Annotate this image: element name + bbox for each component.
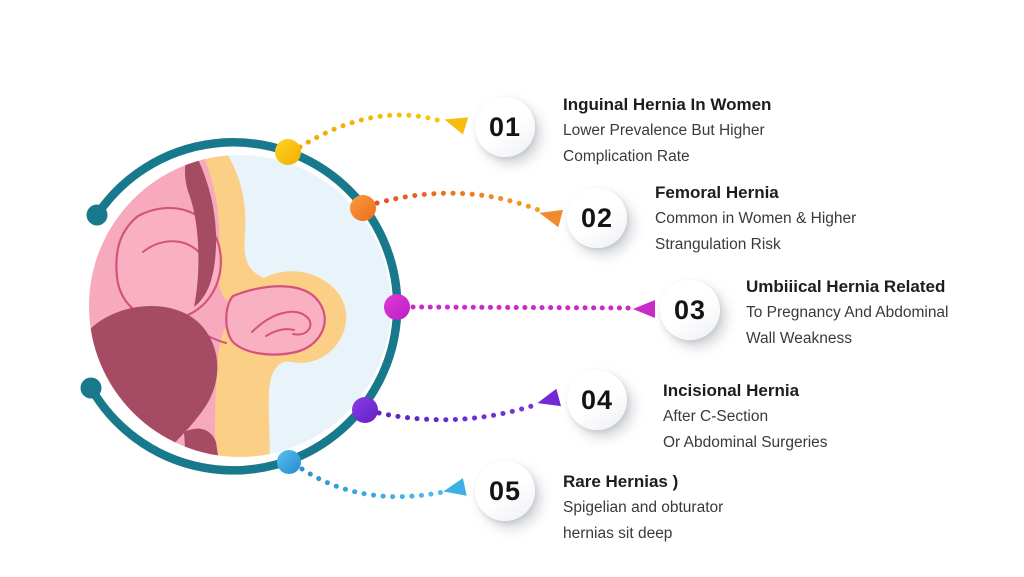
- ring-marker-dot-2: [350, 195, 376, 221]
- connector-2: [350, 190, 563, 228]
- step-text-2: Femoral Hernia Common in Women & Higher …: [655, 180, 856, 258]
- step-badge-1: 01: [475, 97, 535, 157]
- step-desc-1-line-2: Complication Rate: [563, 148, 690, 165]
- step-title-1: Inguinal Hernia In Women: [563, 95, 772, 114]
- connector-5: [277, 450, 467, 500]
- hernia-sac-fold-line: [251, 310, 312, 336]
- step-desc-5-line-2: hernias sit deep: [563, 525, 673, 542]
- step-badge-5: 05: [475, 461, 535, 521]
- step-number-5: 05: [488, 475, 522, 506]
- connector-4: [352, 388, 561, 423]
- step-number-4: 04: [580, 384, 614, 415]
- dotted-line-3: [410, 304, 637, 311]
- step-desc-2-line-1: Common in Women & Higher: [655, 210, 857, 227]
- dotted-curve-2: [374, 190, 544, 214]
- arrow-left-icon-4: [537, 388, 561, 407]
- step-badge-2: 02: [567, 188, 627, 248]
- step-desc-4-line-2: Or Abdominal Surgeries: [663, 434, 828, 451]
- arrow-left-icon-1: [444, 117, 469, 135]
- step-title-2: Femoral Hernia: [655, 183, 779, 202]
- step-desc-1-line-1: Lower Prevalence But Higher: [563, 122, 765, 139]
- step-text-4: Incisional Hernia After C-Section Or Abd…: [663, 378, 828, 456]
- step-desc-4-line-1: After C-Section: [663, 408, 769, 425]
- ring-marker-dot-4: [352, 397, 378, 423]
- step-badge-3: 03: [660, 280, 720, 340]
- ring-end-dot-top: [86, 204, 108, 226]
- dotted-curve-1: [297, 112, 447, 150]
- arrow-left-icon-5: [443, 478, 467, 496]
- step-number-1: 01: [488, 111, 522, 142]
- dotted-curve-4: [376, 401, 541, 423]
- step-title-4: Incisional Hernia: [663, 381, 800, 400]
- step-title-3: Umbiiical Hernia Related: [746, 277, 946, 296]
- step-text-5: Rare Hernias ) Spigelian and obturator h…: [563, 469, 723, 547]
- hernia-illustration: [80, 138, 402, 475]
- ring-marker-dot-5: [277, 450, 301, 474]
- ring-marker-dot-1: [275, 139, 301, 165]
- step-text-3: Umbiiical Hernia Related To Pregnancy An…: [746, 274, 949, 352]
- step-desc-3-line-2: Wall Weakness: [746, 330, 852, 347]
- step-desc-2-line-2: Strangulation Risk: [655, 236, 781, 253]
- muscle-wedge-shape: [184, 155, 217, 307]
- step-desc-3-line-1: To Pregnancy And Abdominal: [746, 304, 949, 321]
- hernia-sac-fold-line-2: [265, 328, 295, 337]
- step-number-3: 03: [673, 294, 707, 325]
- arrow-left-icon-3: [633, 300, 655, 318]
- step-number-2: 02: [580, 202, 614, 233]
- step-text-1: Inguinal Hernia In Women Lower Prevalenc…: [563, 92, 771, 170]
- connector-1: [275, 112, 469, 165]
- ring-end-dot-bottom: [80, 377, 102, 399]
- ring-marker-dot-3: [384, 294, 410, 320]
- arrow-left-icon-2: [539, 209, 563, 228]
- dotted-curve-5: [299, 466, 446, 500]
- step-title-5: Rare Hernias ): [563, 472, 679, 491]
- step-desc-5-line-1: Spigelian and obturator: [563, 499, 724, 516]
- step-badge-4: 04: [567, 370, 627, 430]
- connector-3: [384, 294, 655, 320]
- hernia-sac-shape: [225, 285, 326, 356]
